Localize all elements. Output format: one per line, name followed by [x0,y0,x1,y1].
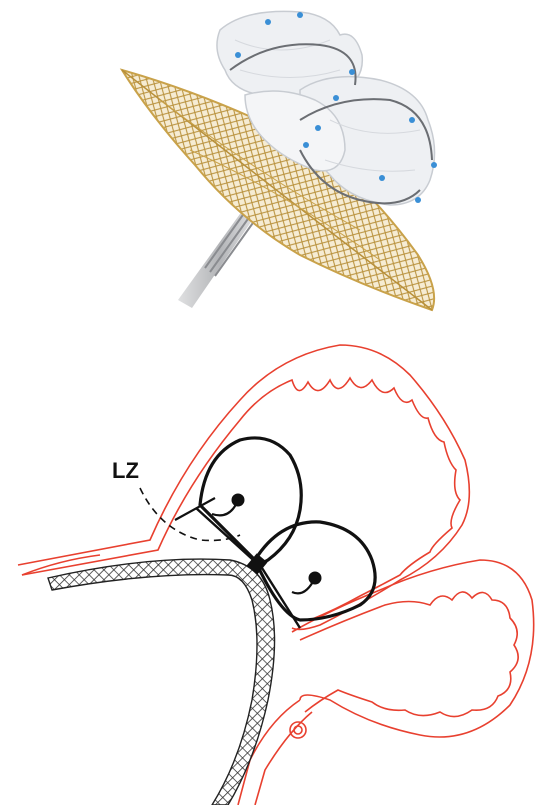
lz-label: LZ [112,458,139,483]
mesh-strip [48,559,275,805]
device-photo [122,11,437,310]
anatomy-schematic: LZ [18,345,534,805]
